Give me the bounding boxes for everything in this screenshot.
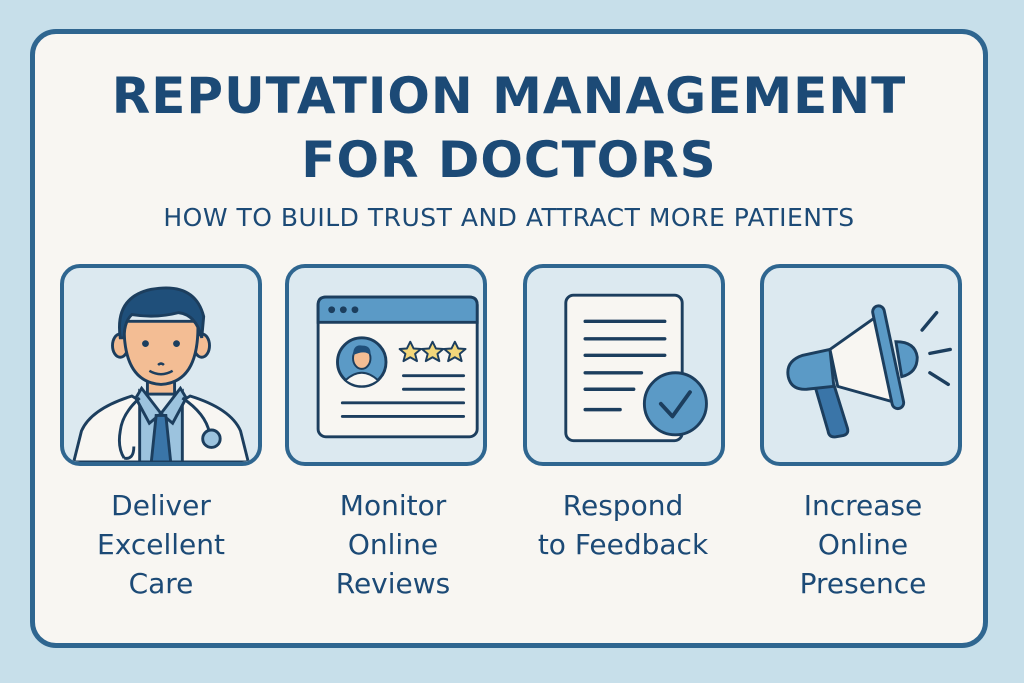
review-window-icon — [316, 295, 479, 439]
tip-label-line: Excellent — [97, 528, 225, 561]
page-subtitle: HOW TO BUILD TRUST AND ATTRACT MORE PATI… — [163, 203, 855, 232]
tile-respond-feedback — [523, 264, 725, 466]
tip-label-line: Online — [347, 528, 439, 561]
tip-label-line: Online — [817, 528, 909, 561]
tip-label-line: Deliver — [111, 489, 211, 522]
tip-label-line: Reviews — [335, 567, 451, 600]
page-title-line1: REPUTATION MANAGEMENT — [111, 67, 907, 125]
tip-label-monitor-reviews: Monitor Online Reviews — [273, 486, 513, 603]
tip-label-deliver-care: Deliver Excellent Care — [41, 486, 281, 603]
document-check-icon — [564, 293, 708, 443]
tip-label-line: Care — [128, 567, 194, 600]
tip-label-line: Monitor — [339, 489, 447, 522]
tip-label-line: Respond — [562, 489, 684, 522]
tip-label-line: Increase — [803, 489, 923, 522]
infographic-card: REPUTATION MANAGEMENT FOR DOCTORS HOW TO… — [30, 29, 988, 648]
megaphone-icon — [786, 304, 952, 439]
tip-label-line: Presence — [799, 567, 927, 600]
tile-monitor-reviews — [285, 264, 487, 466]
page-title-line2: FOR DOCTORS — [301, 131, 717, 189]
tip-label-respond-feedback: Respond to Feedback — [503, 486, 743, 564]
star-icon — [398, 340, 422, 363]
doctor-icon — [72, 286, 250, 462]
tile-deliver-care — [60, 264, 262, 466]
tip-label-increase-presence: Increase Online Presence — [743, 486, 983, 603]
star-icon — [420, 340, 445, 363]
tile-increase-presence — [760, 264, 962, 466]
tip-label-line: to Feedback — [537, 528, 709, 561]
star-icon — [443, 340, 467, 363]
